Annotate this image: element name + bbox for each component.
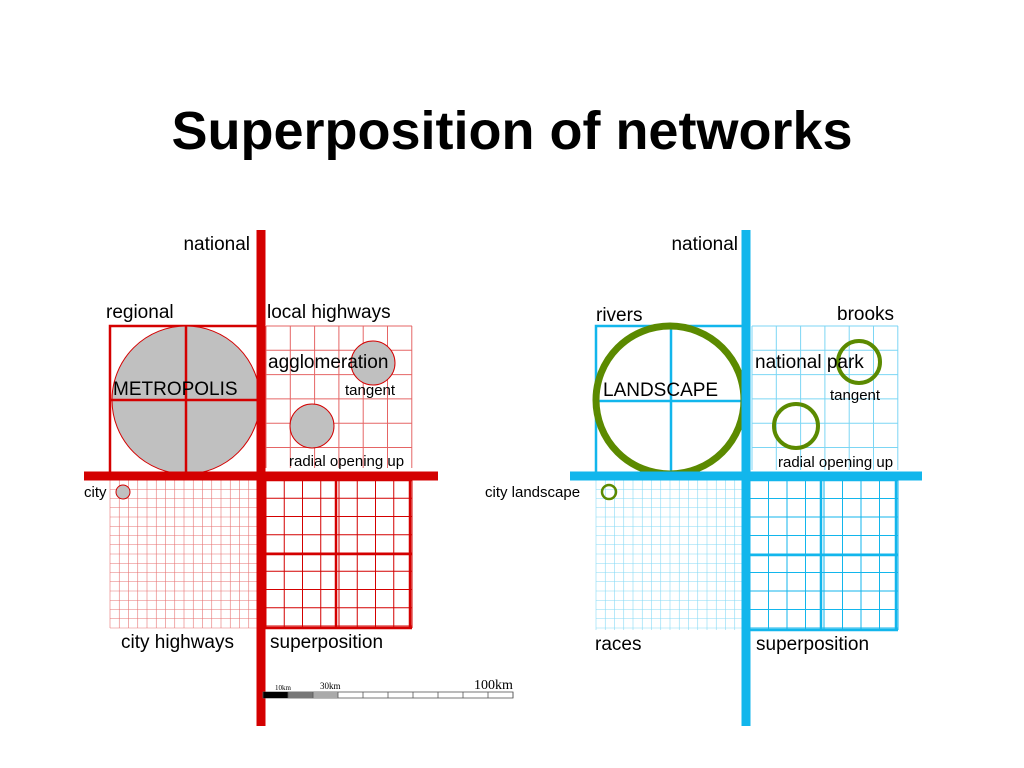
landscape-superposition-grid xyxy=(744,478,899,632)
label-agglomeration: agglomeration xyxy=(268,352,388,373)
scale-label-30km: 30km xyxy=(320,681,341,691)
label-races: races xyxy=(595,634,641,655)
label-landscape: LANDSCAPE xyxy=(603,380,718,401)
label-city: city xyxy=(84,484,107,501)
superposition-grid xyxy=(260,478,413,630)
label-city-highways: city highways xyxy=(121,632,234,653)
label-national: national xyxy=(183,234,250,255)
city-circle xyxy=(115,484,131,500)
scale-label-100km: 100km xyxy=(474,678,513,693)
agglomeration-circle-radial xyxy=(289,403,335,449)
city-landscape-ring xyxy=(600,483,618,501)
landscape-network-diagram: national rivers brooks LANDSCAPE nationa… xyxy=(485,230,922,726)
slide-title: Superposition of networks xyxy=(171,101,853,161)
label-metropolis: METROPOLIS xyxy=(113,379,238,400)
city-grid xyxy=(109,479,259,629)
national-park-ring-radial xyxy=(772,402,820,450)
label-radial-opening-up: radial opening up xyxy=(289,453,404,470)
agglomeration-circle-tangent xyxy=(350,340,396,386)
label-tangent-right: tangent xyxy=(830,387,881,404)
label-radial-opening-up-right: radial opening up xyxy=(778,454,893,471)
city-landscape-grid xyxy=(595,479,745,630)
label-rivers: rivers xyxy=(596,305,642,326)
label-superposition: superposition xyxy=(270,632,383,653)
scale-bar-segment-20km xyxy=(288,692,313,698)
scale-bar: 10km 30km 100km xyxy=(262,678,514,699)
scale-label-10km: 10km xyxy=(275,684,292,692)
label-national-park: national park xyxy=(755,352,864,373)
label-tangent: tangent xyxy=(345,382,396,399)
label-brooks: brooks xyxy=(837,304,894,325)
road-network-diagram: national regional local highways METROPO… xyxy=(84,230,514,726)
label-city-landscape: city landscape xyxy=(485,484,580,501)
label-superposition-right: superposition xyxy=(756,634,869,655)
scale-bar-segment-10km xyxy=(263,692,288,698)
scale-bar-segment-30km xyxy=(313,692,338,698)
label-regional: regional xyxy=(106,302,174,323)
label-national-right: national xyxy=(671,234,738,255)
label-local-highways: local highways xyxy=(267,302,391,323)
national-park-ring-tangent xyxy=(836,339,882,385)
